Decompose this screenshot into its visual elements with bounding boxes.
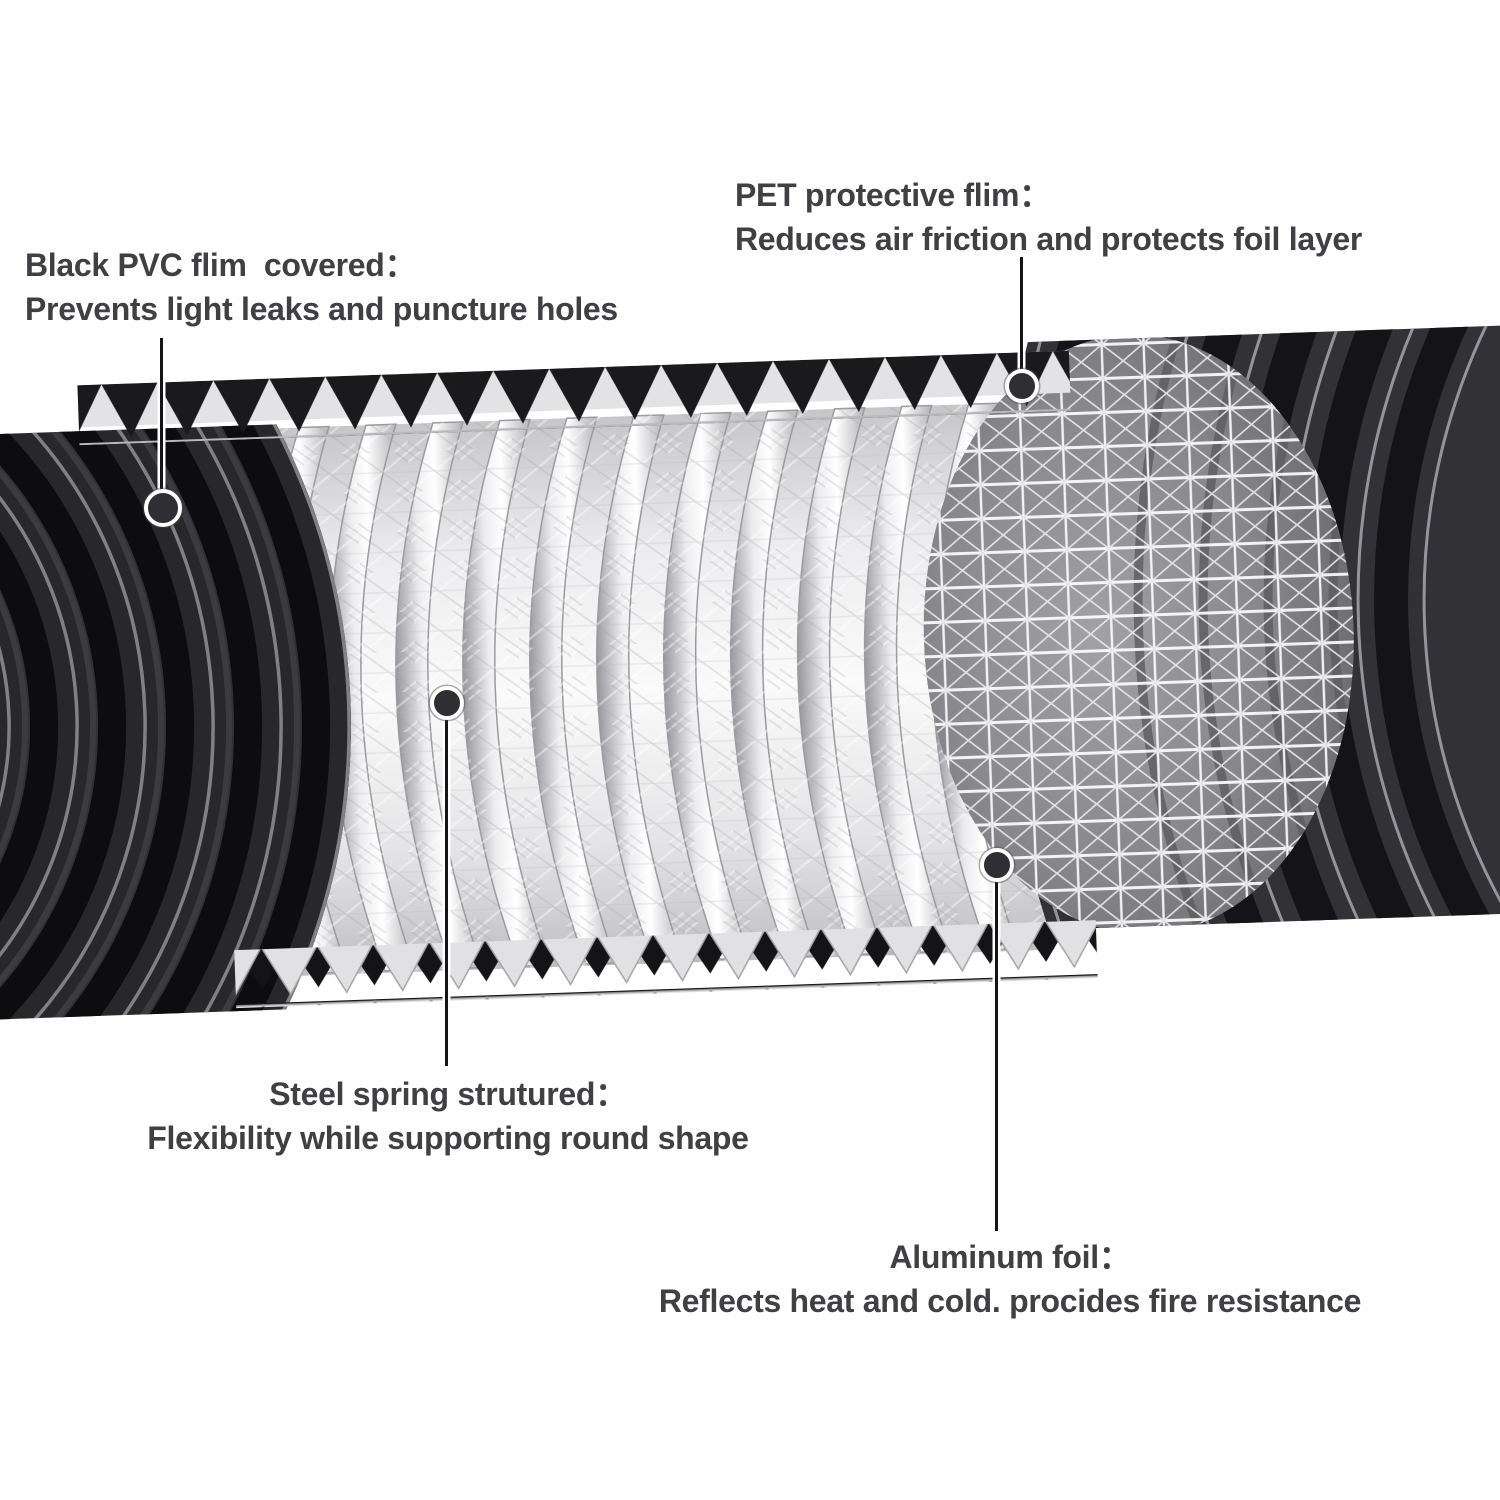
pvc-ring-sheen [0,421,303,1022]
black-pvc-end [0,421,355,1022]
callout-aluminum-foil-title: Aluminum foil： [889,1239,1131,1275]
pet-mesh-covered-end [923,330,1365,934]
pvc-ring-highlights [0,421,351,1022]
leader-line-pet-film [1020,257,1023,374]
callout-pet-film-description: Reduces air friction and protects foil l… [735,221,1362,257]
callout-steel-spring-title: Steel spring strutured： [269,1076,627,1112]
leader-line-aluminum-foil [995,878,998,1231]
callout-aluminum-foil-description: Reflects heat and cold. procides fire re… [658,1283,1362,1319]
leader-dot-steel-spring [430,686,464,720]
sawtooth-top-edge [77,350,1071,446]
callout-black-pvc-description: Prevents light leaks and puncture holes [25,291,618,327]
callout-pet-film-title: PET protective flim： [735,177,1051,213]
pvc-ring-grooves [0,421,331,1022]
foil-mesh-overlay [226,401,1055,978]
callout-steel-spring-description: Flexibility while supporting round shape [147,1120,749,1156]
foil-spring-section [226,401,1055,978]
callout-black-pvc-title: Black PVC flim covered： [25,247,417,283]
leader-line-black-pvc [160,338,163,500]
leader-dot-pet-film [1005,369,1039,403]
mesh-grid-overlay [923,334,1354,934]
leader-dot-aluminum-foil [980,848,1014,882]
leader-line-steel-spring [445,716,448,1066]
leader-dot-black-pvc [144,489,182,527]
sawtooth-bottom-edge [234,920,1098,1009]
